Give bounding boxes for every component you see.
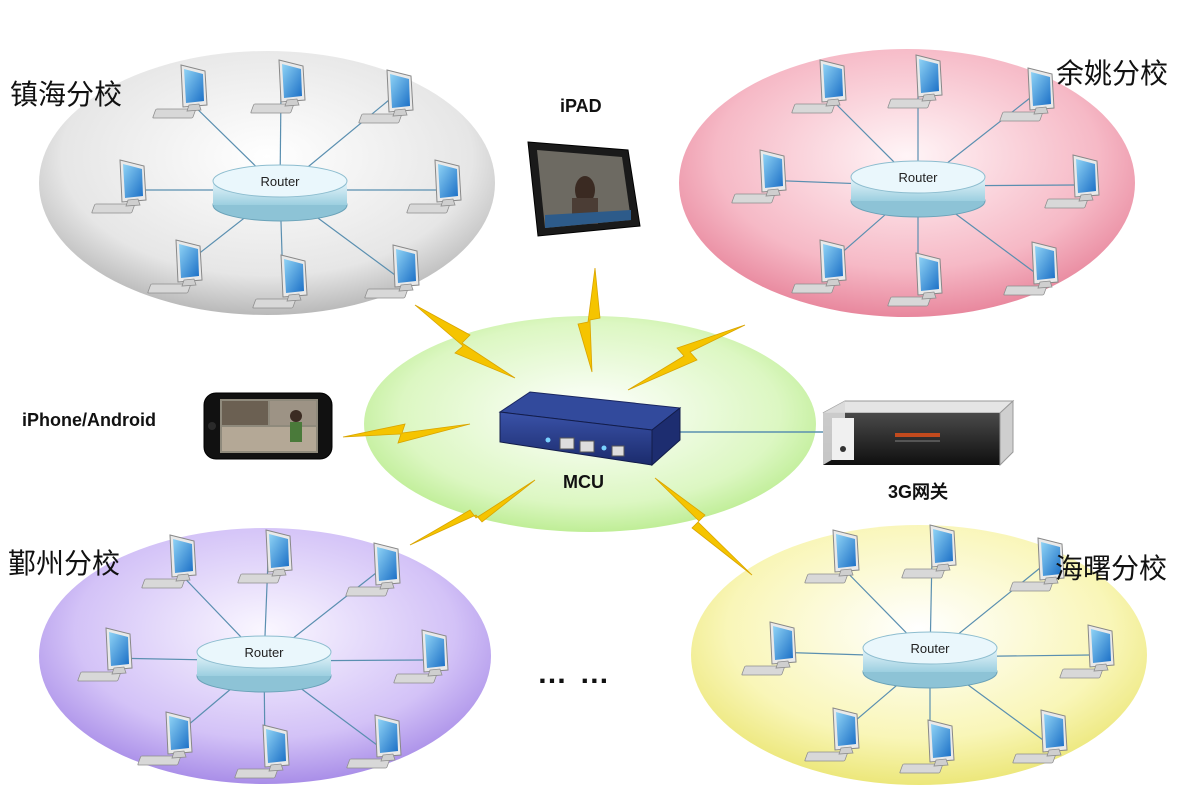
bolt-phone [342,423,471,444]
phone-device [203,392,333,460]
router-label-yuyao: Router [898,170,938,185]
phone-label: iPhone/Android [22,410,156,430]
branch-label-yuyao: 余姚分校 [1056,57,1169,90]
gateway-label: 3G网关 [888,482,949,502]
wireless-links [342,267,753,576]
branch-label-zhenhai: 镇海分校 [10,78,123,111]
bolt-haishu [654,477,753,576]
branch-label-haishu: 海曙分校 [1055,552,1168,585]
ipad-device [527,141,641,237]
router-label-zhenhai: Router [260,174,300,189]
router-yinzhou [196,635,332,693]
gateway-device [822,399,1015,467]
router-label-yinzhou: Router [244,645,284,660]
more-branches-ellipsis: … … [537,657,612,690]
router-zhenhai [212,164,348,222]
bolt-yinzhou [409,479,536,546]
mcu-device [498,391,682,467]
router-yuyao [850,160,986,218]
bolt-zhenhai [414,304,516,379]
router-label-haishu: Router [910,641,950,656]
router-haishu [862,631,998,689]
bolt-yuyao [627,324,746,391]
ipad-label: iPAD [560,96,602,116]
mcu-label: MCU [563,472,604,492]
branch-label-yinzhou: 鄞州分校 [8,547,121,580]
bolt-top [577,267,601,373]
